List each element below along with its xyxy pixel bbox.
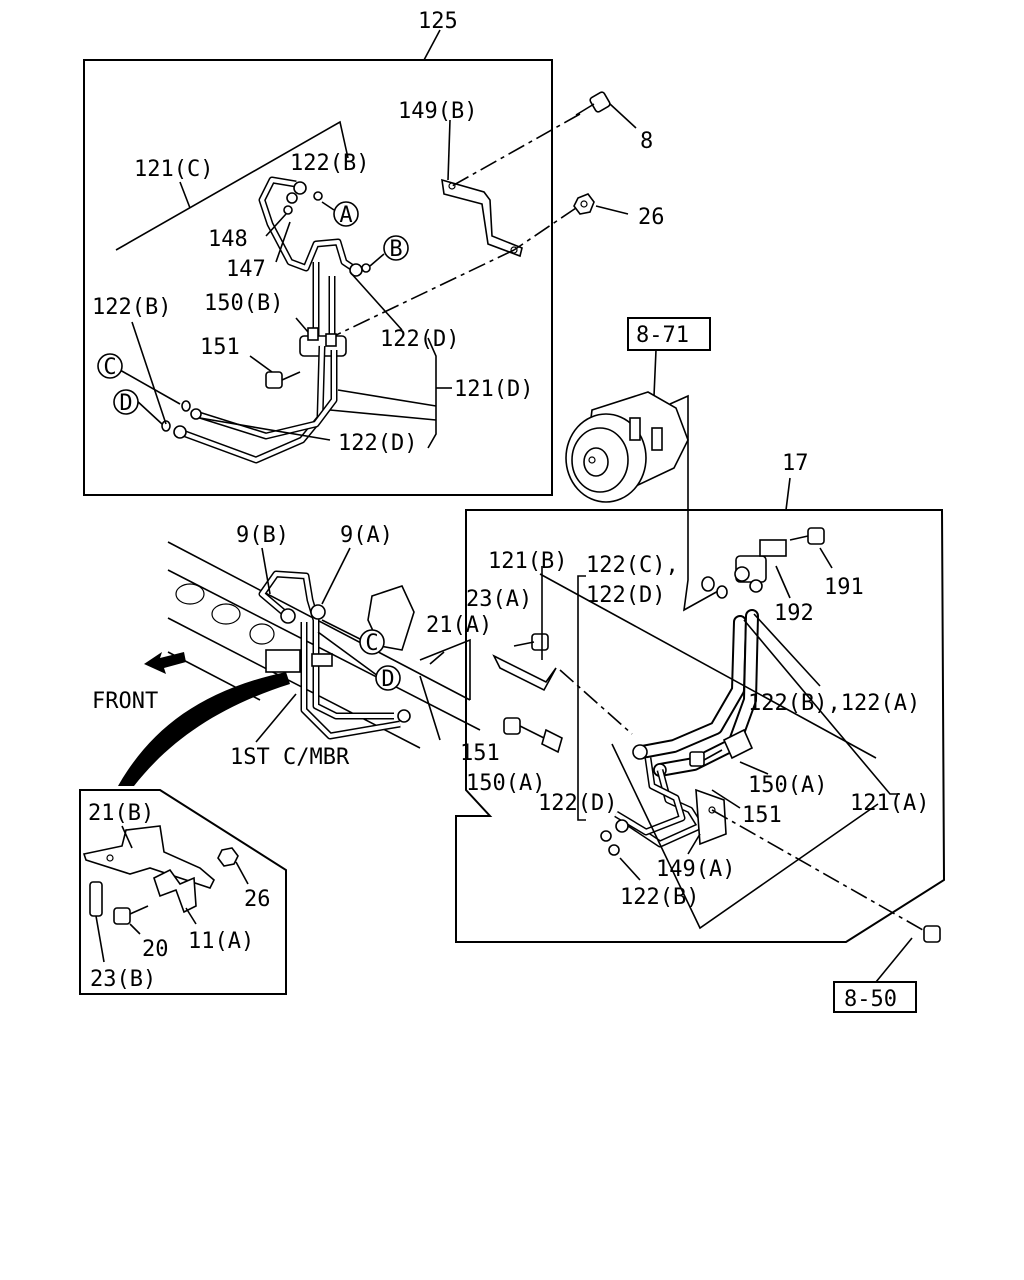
callout-9b: 9(B) [236,523,289,548]
clamp-150a-left [503,717,563,754]
clamp-150a-right [689,728,754,767]
callout-150a-right: 150(A) [748,773,827,798]
callout-121d: 121(D) [454,377,533,402]
callout-191: 191 [824,575,864,600]
marker-c-center-text: C [365,631,378,656]
inset-box-125 [83,29,553,496]
marker-a-top-text: A [339,203,352,228]
pipes-9 [258,570,411,740]
pipes-121b [600,757,727,856]
marker-a-top: A [321,201,359,228]
callout-125: 125 [418,9,458,34]
callout-21b: 21(B) [88,801,154,826]
callout-151-top: 151 [200,335,240,360]
callout-8: 8 [640,129,653,154]
callout-21a: 21(A) [426,613,492,638]
callout-17: 17 [782,451,809,476]
callout-122d-right: 122(D) [586,583,665,608]
callout-26-top: 26 [638,205,665,230]
marker-c-top-text: C [103,355,116,380]
bolt-191 [789,527,833,569]
leader-121c [115,120,349,251]
callout-151-right1: 151 [460,741,500,766]
bracket-21a [492,566,557,692]
leaders-right [539,573,931,935]
callout-147: 147 [226,257,266,282]
pipe-121d [161,345,338,464]
callout-labels: 125 149(B) 8 26 121(C) 122(B) 148 147 15… [88,9,929,1012]
callout-122b-left: 122(B) [92,295,171,320]
callout-121a: 121(A) [850,791,929,816]
inset-box-bottom-left [79,789,287,995]
nut-26-top [573,193,629,215]
callout-122d-low: 122(D) [538,791,617,816]
sweep-arrow-icon [118,672,290,786]
callout-8-71: 8-71 [636,323,689,348]
marker-b-top-text: B [389,237,402,262]
bracket-149b [441,119,523,258]
leaders-center [255,547,445,743]
callout-149b: 149(B) [398,99,477,124]
callout-9a: 9(A) [340,523,393,548]
marker-d-top-text: D [119,391,132,416]
callout-20: 20 [142,937,169,962]
callout-122b-low: 122(B) [620,885,699,910]
marker-d-top: D [113,389,139,416]
label-1st-cmbr: 1ST C/MBR [230,745,350,770]
bolt-151-top [249,355,301,389]
callout-121c: 121(C) [134,157,213,182]
callout-23a: 23(A) [466,587,532,612]
callout-122d-mid: 122(D) [380,327,459,352]
callout-149a: 149(A) [656,857,735,882]
callout-122b-122a: 122(B),122(A) [748,691,920,716]
callout-150a-left: 150(A) [466,771,545,796]
callout-192: 192 [774,601,814,626]
label-front: FRONT [92,689,158,714]
marker-c-top: C [97,353,123,380]
callout-148: 148 [208,227,248,252]
leaders-inset-lower [119,271,452,449]
marker-b-top: B [369,235,409,267]
marker-d-center: D [375,665,401,692]
callout-26-inset: 26 [244,887,271,912]
callout-151-right2: 151 [742,803,782,828]
frame-member [167,541,481,749]
callout-122c: 122(C), [586,553,679,578]
callout-8-50: 8-50 [844,987,897,1012]
marker-c-center: C [359,629,385,656]
bolt-8-50 [833,925,941,1013]
callout-122b-top: 122(B) [290,151,369,176]
marker-d-center-text: D [381,667,394,692]
callout-121b: 121(B) [488,549,567,574]
pipes-vertical-inset [295,262,347,357]
callout-23b: 23(B) [90,967,156,992]
callout-11a: 11(A) [188,929,254,954]
callout-122d-bottom: 122(D) [338,431,417,456]
bolt-8 [575,91,637,129]
pipe-121c [258,176,371,277]
compressor [565,317,711,503]
front-arrow-icon [144,652,186,674]
inset-box-17 [455,477,946,943]
callout-150b: 150(B) [204,291,283,316]
